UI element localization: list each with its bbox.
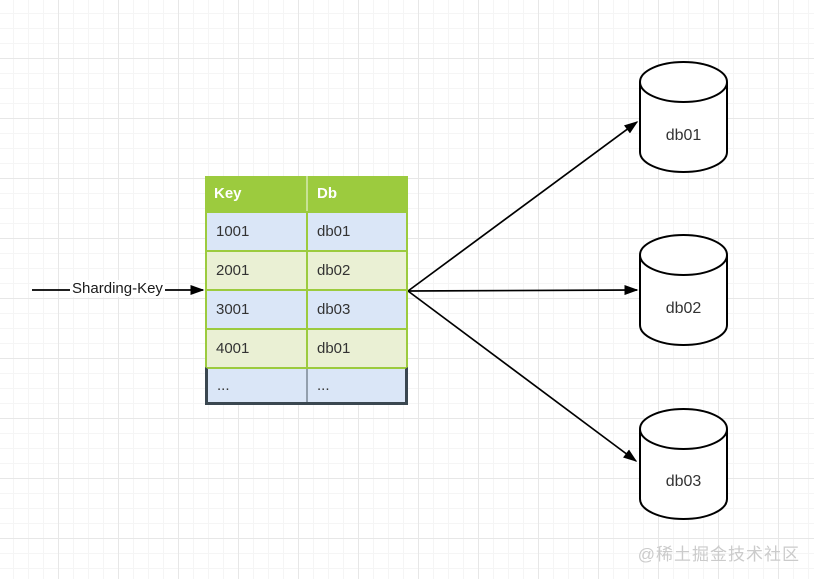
cell-db: db01 [317,340,351,357]
arrow-table-to-db02 [407,285,639,296]
cell-key: 2001 [207,252,308,289]
shard-mapping-table: Key Db 1001 db01 2001 db02 3001 db03 400… [205,176,408,405]
db02-cylinder-icon [639,234,728,346]
table-header-db: Db [306,176,408,211]
arrow-table-to-db01 [407,121,639,292]
db02-label: db02 [665,300,702,317]
table-header-key: Key [214,185,242,202]
cell-key: 4001 [207,330,308,367]
table-header-row: Key Db [205,176,408,211]
cell-key: 1001 [207,213,308,250]
db01-cylinder-icon [639,61,728,173]
cell-key: ... [208,369,308,402]
table-row: 2001 db02 [205,250,408,289]
table-row: 4001 db01 [205,328,408,367]
cell-db: db01 [317,223,351,240]
table-row: 1001 db01 [205,211,408,250]
cell-key: 3001 [207,291,308,328]
cell-db: db03 [317,301,351,318]
db03-label: db03 [665,473,702,490]
cell-db: db02 [317,262,351,279]
arrow-table-to-db03 [407,290,638,462]
db03-cylinder-icon [639,408,728,520]
table-row-ellipsis: ... ... [205,367,408,405]
table-row: 3001 db03 [205,289,408,328]
cell-db: ... [317,377,330,394]
watermark: @稀土掘金技术社区 [637,545,800,564]
db01-label: db01 [665,127,702,144]
